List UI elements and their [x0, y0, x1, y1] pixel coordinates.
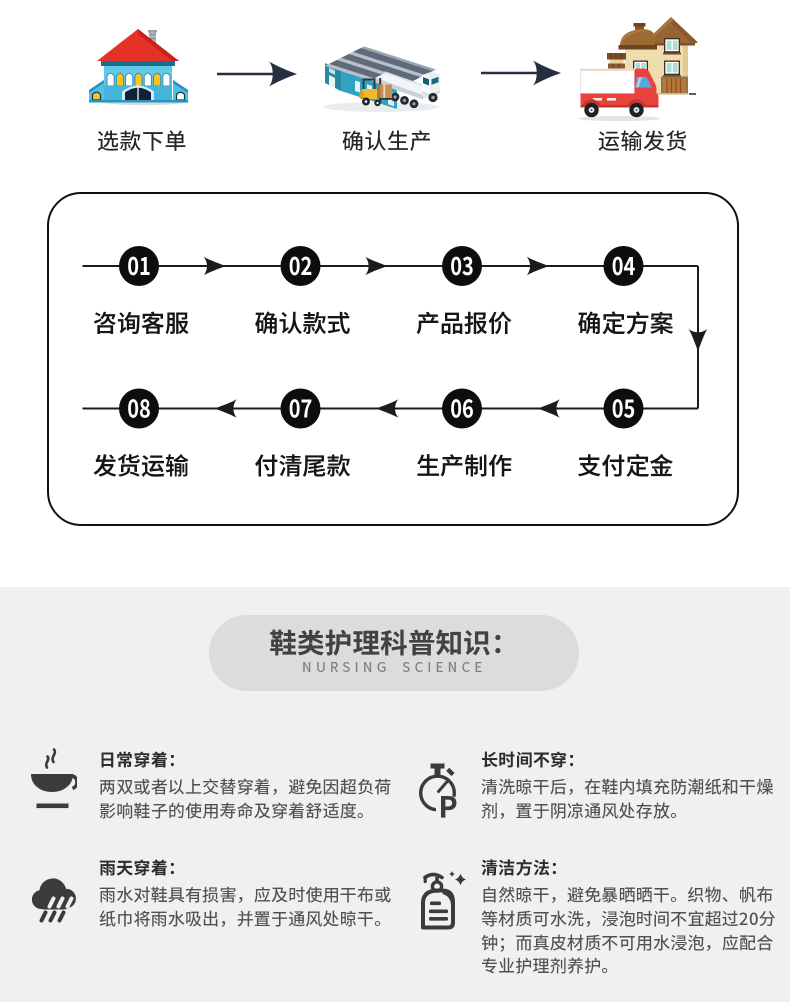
process-step-number: 07: [289, 389, 313, 425]
care-block-title: 清洁方法：: [481, 854, 568, 879]
order-process-diagram: 01 02 03 04 08 07 06 05 咨询客服 确认款式 产品报价 确…: [47, 192, 739, 526]
process-step-label: 产品报价: [416, 304, 512, 339]
process-step-label: 确认款式: [255, 304, 351, 339]
flow-step-label: 运输发货: [597, 124, 688, 156]
process-step-label: 付清尾款: [255, 447, 351, 482]
care-block: 长时间不穿： 清洗晾干后，在鞋内填充防潮纸和干燥 剂，置于阴凉通风处存放。: [481, 746, 790, 822]
stopwatch-icon: P: [419, 763, 458, 822]
process-step-number: 01: [127, 246, 151, 282]
coffee-cup-icon: [31, 748, 77, 809]
shop-building-icon: [89, 29, 189, 106]
care-title-pill: 鞋类护理科普知识： NURSING SCIENCE: [209, 615, 579, 691]
rain-cloud-icon: [31, 878, 76, 923]
process-step-label: 确定方案: [578, 304, 674, 339]
care-block: 雨天穿着： 雨水对鞋具有损害，应及时使用干布或 纸巾将雨水吸出，并置于通风处晾干…: [99, 854, 409, 930]
svg-text:P: P: [439, 785, 458, 822]
process-step-number: 06: [450, 389, 474, 425]
process-step-numbers: 01 02 03 04 08 07 06 05: [127, 246, 635, 425]
care-subtitle: NURSING SCIENCE: [301, 656, 487, 676]
flow-step-label: 选款下单: [96, 124, 187, 156]
care-block-title: 日常穿着：: [99, 746, 186, 771]
process-step-label: 支付定金: [578, 447, 674, 482]
process-step-number: 02: [289, 246, 313, 282]
cleanser-bottle-icon: [421, 871, 466, 930]
process-step-number: 08: [127, 389, 151, 425]
care-block-body: 清洗晾干后，在鞋内填充防潮纸和干燥 剂，置于阴凉通风处存放。: [481, 773, 774, 822]
process-step-number: 04: [612, 246, 636, 282]
care-title: 鞋类护理科普知识：: [269, 621, 519, 661]
care-block-body: 两双或者以上交替穿着，避免因超负荷 影响鞋子的使用寿命及穿着舒适度。: [99, 773, 392, 822]
flow-step-label: 确认生产: [341, 124, 432, 156]
care-block-body: 自然晾干，避免暴晒晒干。织物、帆布 等材质可水洗，浸泡时间不宜超过20分 钟；而…: [481, 881, 776, 978]
process-step-labels: 咨询客服 确认款式 产品报价 确定方案 发货运输 付清尾款 生产制作 支付定金: [93, 304, 674, 482]
process-flow-lines: 01 02 03 04 08 07 06 05 咨询客服 确认款式 产品报价 确…: [82, 246, 708, 482]
process-step-number: 03: [450, 246, 474, 282]
care-block-body: 雨水对鞋具有损害，应及时使用干布或 纸巾将雨水吸出，并置于通风处晾干。: [99, 881, 392, 930]
shoe-care-section: 鞋类护理科普知识： NURSING SCIENCE 日常穿着： 两双或者以上交替…: [0, 587, 790, 1002]
flow-arrow-icon: [481, 60, 561, 86]
flow-arrow-icon: [217, 61, 297, 87]
care-block-title: 长时间不穿：: [481, 746, 585, 771]
house-delivery-icon: [578, 17, 698, 122]
care-block: 清洁方法： 自然晾干，避免暴晒晒干。织物、帆布 等材质可水洗，浸泡时间不宜超过2…: [481, 854, 790, 977]
process-step-number: 05: [612, 389, 636, 425]
care-block: 日常穿着： 两双或者以上交替穿着，避免因超负荷 影响鞋子的使用寿命及穿着舒适度。: [99, 746, 409, 822]
process-step-label: 发货运输: [93, 447, 189, 482]
process-step-label: 咨询客服: [93, 304, 189, 339]
process-step-label: 生产制作: [416, 447, 512, 482]
care-block-title: 雨天穿着：: [99, 854, 186, 879]
factory-truck-icon: [323, 46, 440, 112]
